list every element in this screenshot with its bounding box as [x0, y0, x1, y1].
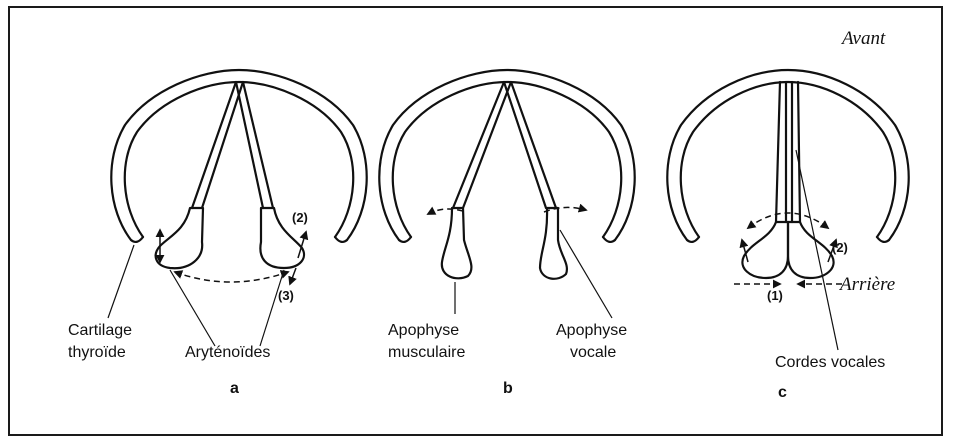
label-arriere: Arrière: [838, 274, 895, 295]
thyroid-cartilage: [379, 70, 634, 242]
leader-arytenoid-left: [170, 270, 215, 346]
label-musculaire-line2: musculaire: [388, 344, 465, 361]
panel-c: (1) (2) Avant Arrière Cordes vocales c: [667, 28, 908, 401]
marker-1-c: (1): [767, 288, 783, 303]
label-musculaire-line1: Apophyse: [388, 322, 459, 339]
rotation-arrows: [160, 230, 306, 284]
label-cartilage-line2: thyroïde: [68, 344, 126, 361]
arytenoid-cartilages: [442, 208, 567, 279]
leader-arytenoid-right: [260, 270, 284, 346]
label-vocale-line2: vocale: [570, 344, 616, 361]
panel-letter-b: b: [503, 380, 513, 397]
label-vocale-line1: Apophyse: [556, 322, 627, 339]
marker-3-a: (3): [278, 288, 294, 303]
arytenoid-cartilages: [156, 208, 304, 268]
vocal-folds-open: [192, 82, 273, 208]
panel-letter-a: a: [230, 380, 239, 397]
label-arytenoides: Aryténoïdes: [185, 344, 270, 361]
label-cartilage-line1: Cartilage: [68, 322, 132, 339]
leader-cartilage: [108, 245, 134, 318]
marker-2-a: (2): [292, 210, 308, 225]
vocal-folds-open: [453, 82, 556, 208]
panel-b: Apophyse musculaire Apophyse vocale b: [379, 70, 634, 397]
marker-2-c: (2): [832, 240, 848, 255]
panel-a: (2) (3) Cartilage thyroïde Aryténoïdes a: [68, 70, 367, 397]
thyroid-cartilage: [667, 70, 908, 242]
label-cordes-vocales: Cordes vocales: [775, 354, 885, 371]
label-avant: Avant: [840, 28, 886, 49]
arytenoid-cartilages: [742, 222, 833, 278]
panel-letter-c: c: [778, 384, 787, 401]
leader-vocale: [560, 230, 612, 318]
